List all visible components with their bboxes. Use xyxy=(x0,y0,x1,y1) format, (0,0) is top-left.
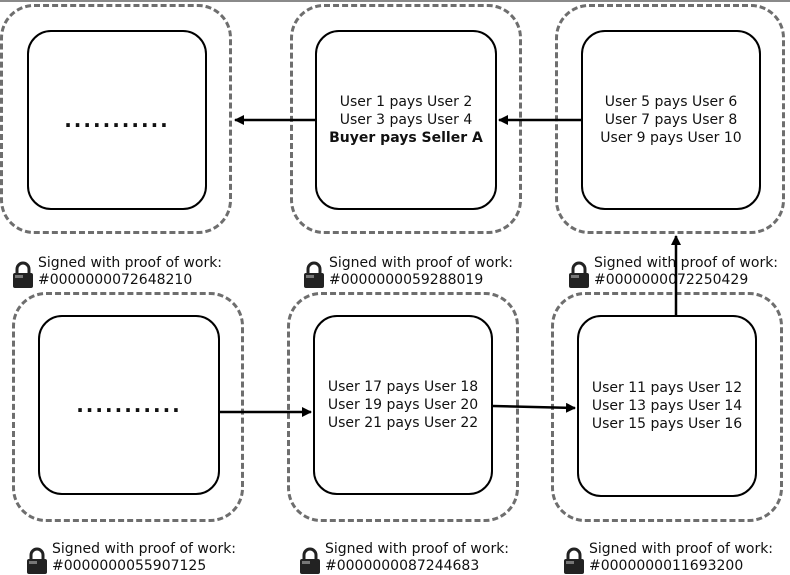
top-edge-line xyxy=(0,0,790,2)
signature-label: Signed with proof of work: xyxy=(589,541,774,557)
lock-icon xyxy=(13,261,33,288)
arrow-bottom-middle-to-bottom-right xyxy=(492,402,576,413)
block-bottom-middle: User 17 pays User 18 User 19 pays User 2… xyxy=(313,315,493,495)
transaction-line: User 13 pays User 14 xyxy=(591,398,743,414)
block-top-middle: User 1 pays User 2 User 3 pays User 4 Bu… xyxy=(315,30,497,210)
proof-of-work-hash: #0000000011693200 xyxy=(589,558,744,574)
transaction-line: User 3 pays User 4 xyxy=(339,112,473,128)
transaction-line: User 15 pays User 16 xyxy=(591,416,743,432)
ellipsis: ........... xyxy=(76,393,182,417)
proof-of-work-hash: #0000000072648210 xyxy=(38,272,193,288)
signature-top-left: Signed with proof of work:#0000000072648… xyxy=(12,255,242,291)
block-bottom-right: User 11 pays User 12 User 13 pays User 1… xyxy=(577,315,757,497)
proof-of-work-hash: #0000000055907125 xyxy=(52,558,207,574)
transaction-line: User 17 pays User 18 xyxy=(327,379,479,395)
transaction-line: User 19 pays User 20 xyxy=(327,397,479,413)
proof-of-work-hash: #0000000087244683 xyxy=(325,558,480,574)
lock-icon xyxy=(300,547,320,574)
transaction-line: User 21 pays User 22 xyxy=(327,415,479,431)
signature-label: Signed with proof of work: xyxy=(38,255,223,271)
lock-icon xyxy=(27,547,47,574)
signature-label: Signed with proof of work: xyxy=(594,255,779,271)
lock-icon xyxy=(564,547,584,574)
transaction-line: User 11 pays User 12 xyxy=(591,380,743,396)
signature-label: Signed with proof of work: xyxy=(52,541,237,557)
signature-top-right: Signed with proof of work:#0000000072250… xyxy=(568,255,788,291)
transaction-line: User 9 pays User 10 xyxy=(600,130,742,146)
transaction-line: User 1 pays User 2 xyxy=(339,94,473,110)
transaction-line: User 7 pays User 8 xyxy=(604,112,738,128)
block-bottom-left: ........... xyxy=(38,315,220,495)
signature-bottom-left: Signed with proof of work:#0000000055907… xyxy=(26,541,256,575)
transaction-line: User 5 pays User 6 xyxy=(604,94,738,110)
block-top-right: User 5 pays User 6 User 7 pays User 8 Us… xyxy=(581,30,761,210)
signature-label: Signed with proof of work: xyxy=(325,541,510,557)
block-top-left: ........... xyxy=(27,30,207,210)
lock-icon xyxy=(304,261,324,288)
block-container-top-left xyxy=(0,4,232,234)
proof-of-work-hash: #0000000072250429 xyxy=(594,272,749,288)
proof-of-work-hash: #0000000059288019 xyxy=(329,272,484,288)
block-container-bottom-left xyxy=(12,292,244,522)
transaction-line-highlighted: Buyer pays Seller A xyxy=(329,130,483,146)
lock-icon xyxy=(569,261,589,288)
signature-top-middle: Signed with proof of work:#0000000059288… xyxy=(303,255,533,291)
signature-label: Signed with proof of work: xyxy=(329,255,514,271)
signature-bottom-right: Signed with proof of work:#0000000011693… xyxy=(563,541,789,575)
ellipsis: ........... xyxy=(64,108,170,132)
signature-bottom-middle: Signed with proof of work:#0000000087244… xyxy=(299,541,529,575)
